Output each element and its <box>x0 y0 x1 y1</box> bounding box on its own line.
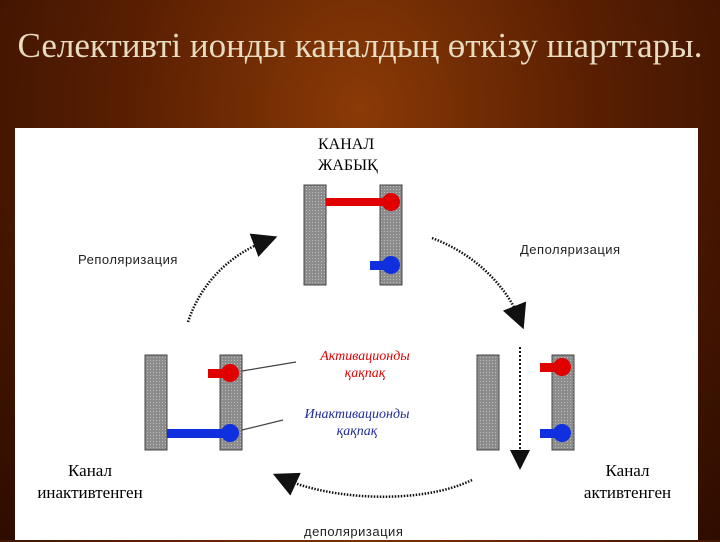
activation-gate-label: Активационды қақпақ <box>300 348 430 382</box>
inactivated-inactivation-gate <box>167 424 239 442</box>
inactivation-label-line1: Инактивационды <box>304 407 410 422</box>
inactivated-activation-gate <box>208 364 239 382</box>
depolarization-bottom-label: деполяризация <box>304 524 404 539</box>
depolarization-bottom-arrow <box>272 472 473 498</box>
activated-activation-gate <box>540 358 571 376</box>
depolarization-top-arrow <box>431 236 527 330</box>
activated-membrane-left <box>476 354 500 451</box>
repolarization-arrow <box>186 233 278 323</box>
activation-label-line2: қақпақ <box>344 366 386 381</box>
activation-gate-leader <box>241 361 297 372</box>
closed-channel-label: КАНАЛ ЖАБЫҚ <box>318 134 378 176</box>
inactivation-label-line2: қақпақ <box>336 424 378 439</box>
inactivated-channel-label: Канал инактивтенген <box>20 460 160 504</box>
closed-inactivation-gate <box>370 256 400 274</box>
closed-activation-gate <box>326 193 400 211</box>
repolarization-label: Реполяризация <box>78 252 178 267</box>
inactivated-label-line2: инактивтенген <box>37 483 143 502</box>
activated-label-line2: активтенген <box>583 483 672 502</box>
activation-label-line1: Активационды <box>320 349 410 364</box>
inactivated-membrane-left <box>144 354 168 451</box>
diagram-panel <box>15 128 698 540</box>
closed-label-line1: КАНАЛ <box>318 136 375 153</box>
inactivated-label-line1: Канал <box>68 461 112 480</box>
activated-channel-label: Канал активтенген <box>565 460 690 504</box>
slide-title: Селективті ионды каналдың өткізу шарттар… <box>17 26 703 65</box>
closed-membrane-left <box>303 184 327 286</box>
inactivation-gate-label: Инактивационды қақпақ <box>282 406 432 440</box>
inactivation-gate-leader <box>241 419 284 431</box>
depolarization-top-label: Деполяризация <box>520 242 621 257</box>
activated-label-line1: Канал <box>605 461 650 480</box>
activated-inactivation-gate <box>540 424 571 442</box>
closed-label-line2: ЖАБЫҚ <box>318 157 378 174</box>
